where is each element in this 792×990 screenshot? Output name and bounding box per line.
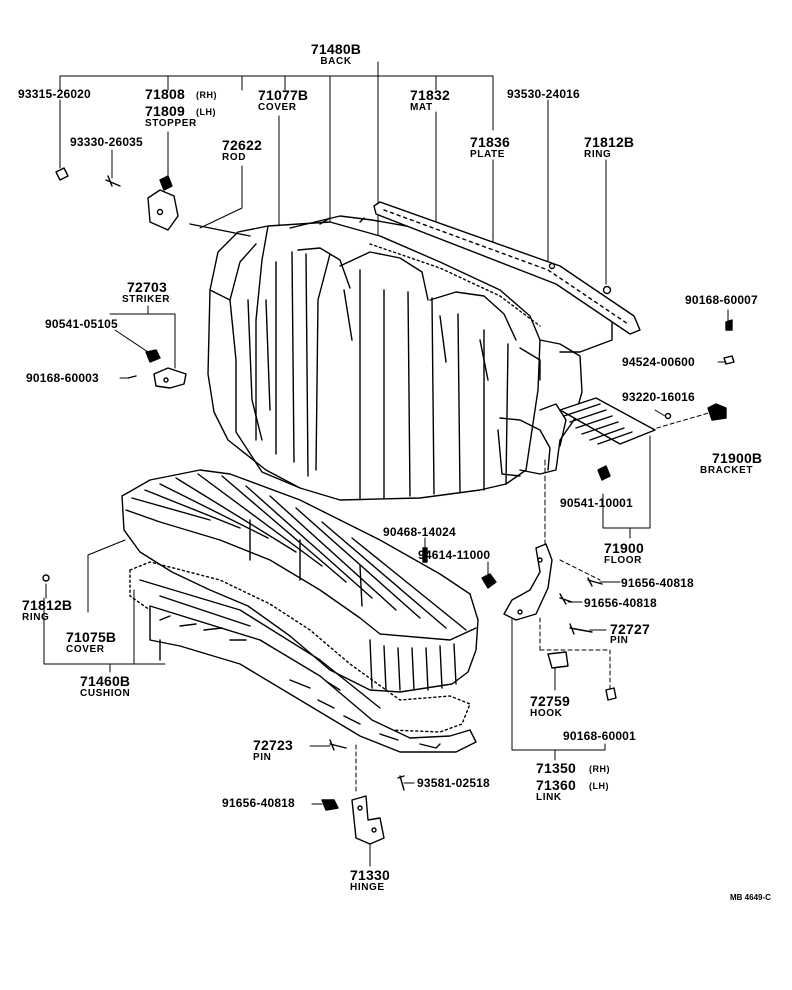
back-part-name: BACK — [320, 56, 352, 67]
stopper-rh-number: 71808 — [145, 86, 185, 102]
pin-mid-name: PIN — [253, 752, 272, 763]
link-lh-number: 71360 — [536, 777, 576, 793]
link-lh-side: (LH) — [589, 781, 609, 791]
seat-cushion — [121, 469, 479, 693]
plate-number: 71836 — [470, 134, 510, 150]
part-93315-26020: 93315-26020 — [18, 87, 91, 101]
part-90541-10001: 90541-10001 — [560, 496, 633, 510]
stopper-lh-side: (LH) — [196, 107, 216, 117]
striker-number: 72703 — [127, 279, 167, 295]
part-90168-60003: 90168-60003 — [26, 371, 99, 385]
mat-name: MAT — [410, 102, 433, 113]
plate-name: PLATE — [470, 149, 506, 160]
part-91656-40818-a: 91656-40818 — [621, 576, 694, 590]
part-90541-05105: 90541-05105 — [45, 317, 118, 331]
stopper-name: STOPPER — [145, 118, 197, 129]
hardware — [42, 167, 735, 845]
part-90168-60001: 90168-60001 — [563, 729, 636, 743]
stopper-rh-side: (RH) — [196, 90, 217, 100]
stopper-lh-number: 71809 — [145, 103, 185, 119]
hook-number: 72759 — [530, 693, 570, 709]
seat-back — [207, 221, 541, 501]
mat-number: 71832 — [410, 87, 450, 103]
pin-right-number: 72727 — [610, 621, 650, 637]
pin-mid-number: 72723 — [253, 737, 293, 753]
plate-strip — [373, 201, 641, 335]
leader-lines — [43, 61, 729, 867]
document-code: MB 4649-C — [730, 893, 771, 902]
hinge-number: 71330 — [350, 867, 390, 883]
part-93330-26035: 93330-26035 — [70, 135, 143, 149]
hinge-name: HINGE — [350, 882, 385, 893]
cushion-frame — [149, 605, 477, 753]
part-94524-00600: 94524-00600 — [622, 355, 695, 369]
part-94614-11000: 94614-11000 — [418, 548, 491, 562]
cushion-number: 71460B — [80, 673, 131, 689]
part-93220-16016: 93220-16016 — [622, 390, 695, 404]
back-part-number: 71480B — [310, 41, 362, 57]
ring-top-number: 71812B — [584, 134, 635, 150]
ring-left-name: RING — [22, 612, 50, 623]
part-90468-14024: 90468-14024 — [383, 525, 456, 539]
pin-right-name: PIN — [610, 635, 629, 646]
part-93581-02518: 93581-02518 — [417, 776, 490, 790]
floor-number: 71900 — [604, 540, 644, 556]
part-93530-24016: 93530-24016 — [507, 87, 580, 101]
link-rh-number: 71350 — [536, 760, 576, 776]
hook-name: HOOK — [530, 708, 563, 719]
ring-top-name: RING — [584, 149, 612, 160]
bracket-number: 71900B — [712, 450, 763, 466]
striker-name: STRIKER — [122, 294, 171, 305]
cover-back-number: 71077B — [258, 87, 309, 103]
floor-name: FLOOR — [604, 555, 642, 566]
ring-left-number: 71812B — [22, 597, 73, 613]
part-91656-40818-b: 91656-40818 — [584, 596, 657, 610]
floor-panel — [559, 397, 656, 445]
rod-number: 72622 — [222, 137, 262, 153]
link-rh-side: (RH) — [589, 764, 610, 774]
part-90168-60007: 90168-60007 — [685, 293, 758, 307]
cushion-name: CUSHION — [80, 688, 131, 699]
rod-name: ROD — [222, 152, 247, 163]
cover-cushion-name: COVER — [66, 644, 105, 655]
cover-cushion-number: 71075B — [66, 629, 117, 645]
bracket-name: BRACKET — [700, 465, 754, 476]
part-91656-40818-c: 91656-40818 — [222, 796, 295, 810]
cover-back-name: COVER — [258, 102, 297, 113]
link-name: LINK — [536, 792, 562, 803]
